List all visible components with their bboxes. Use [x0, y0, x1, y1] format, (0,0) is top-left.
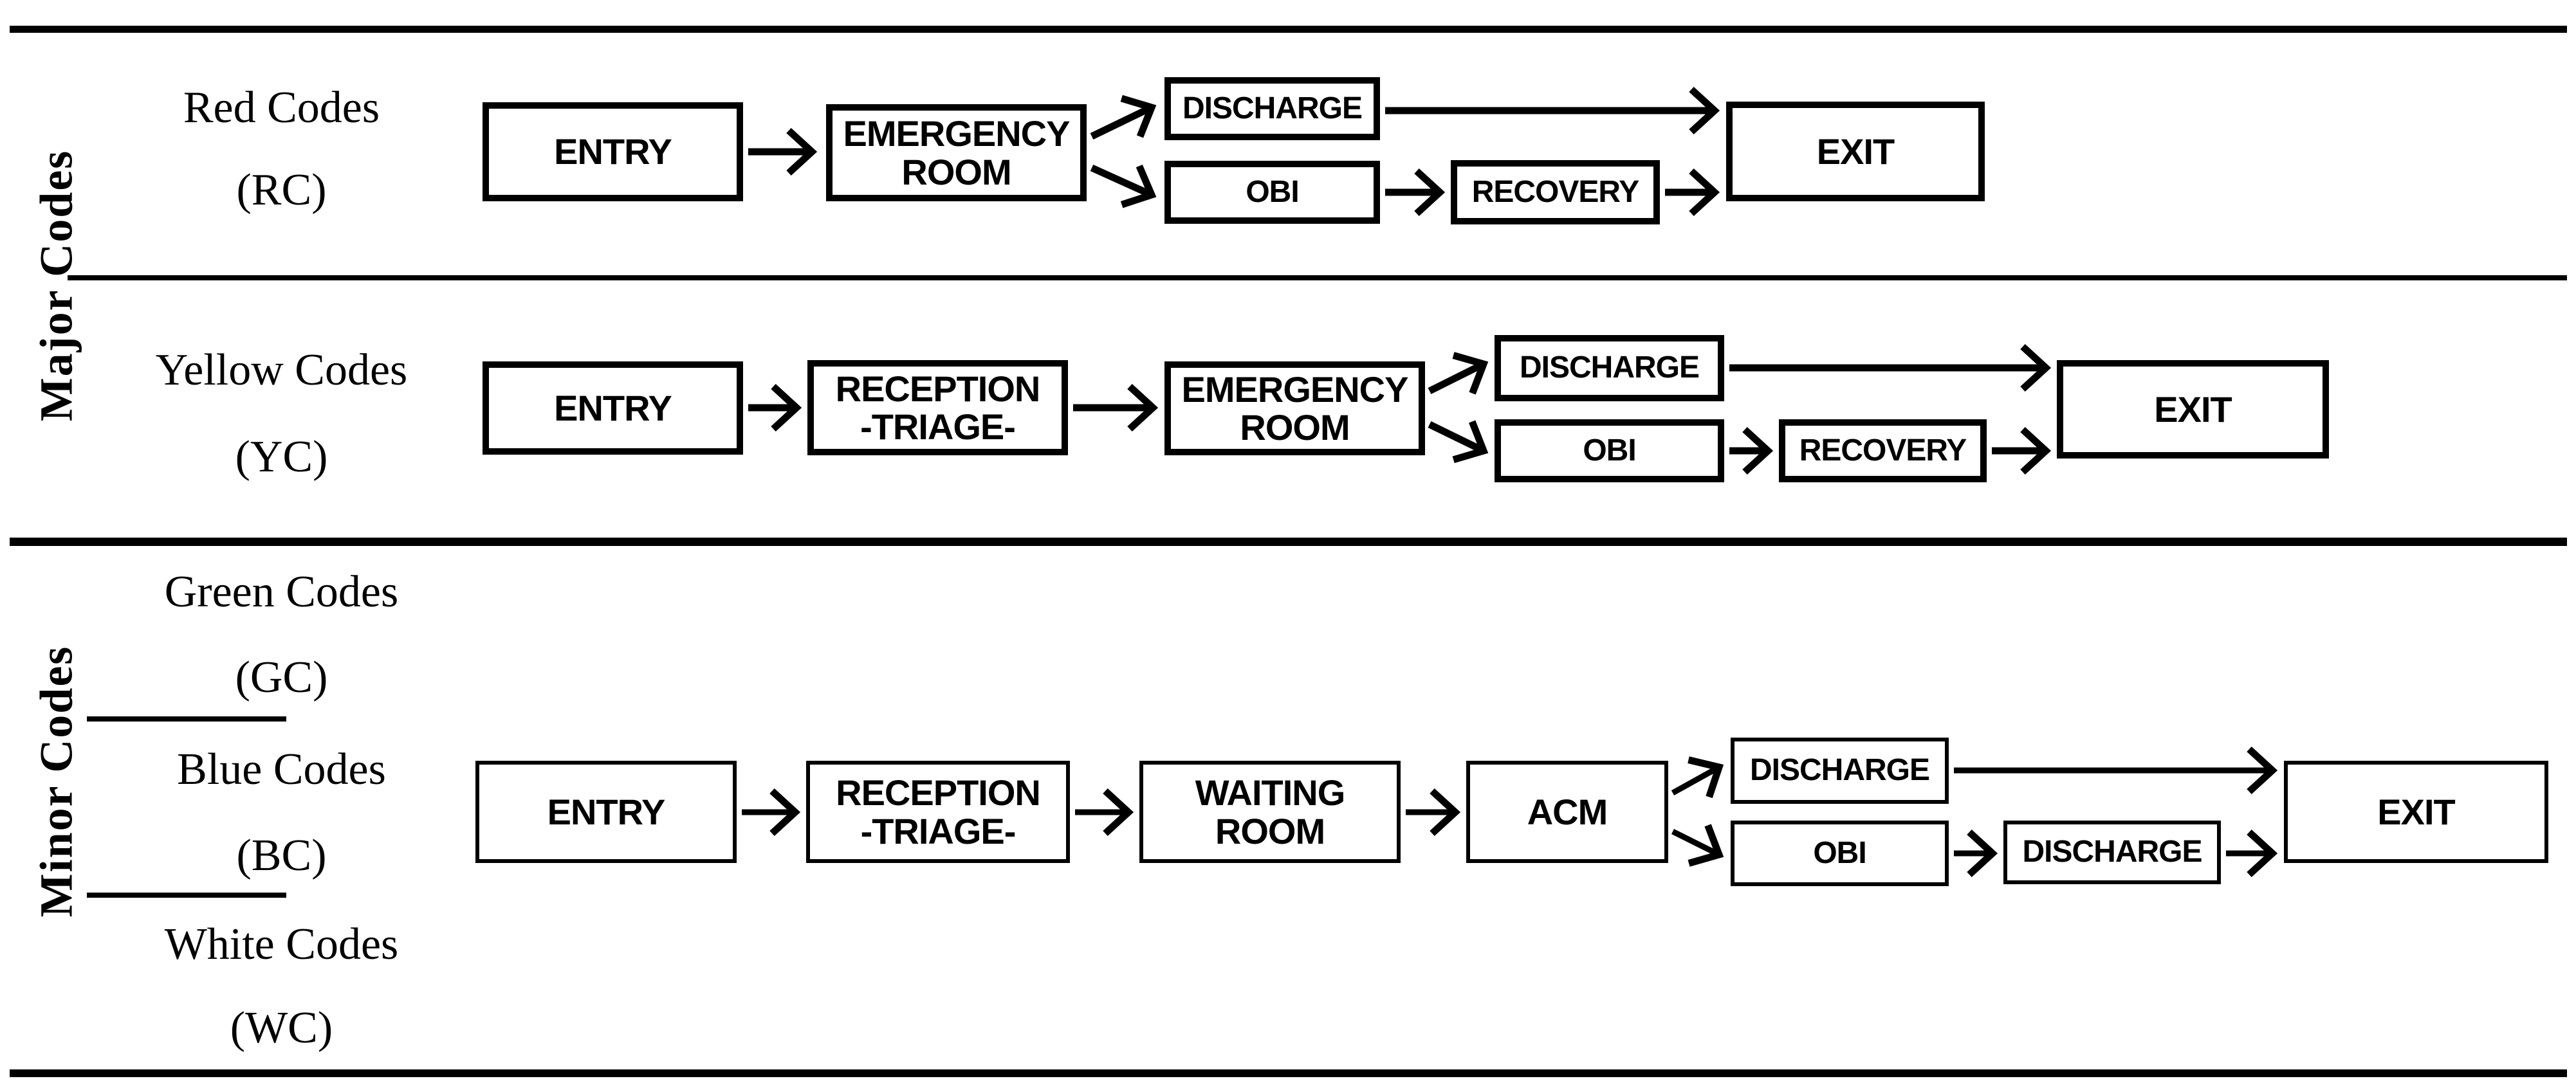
minor-entry-box: ENTRY [475, 761, 737, 863]
minor-discharge-top-box: DISCHARGE [1731, 738, 1949, 804]
yellow-recovery-box: RECOVERY [1779, 419, 1987, 482]
minor-obi-box: OBI [1731, 821, 1949, 886]
blue-white-divider-rule [87, 893, 286, 898]
arrow-yellow-er-obi [1428, 420, 1489, 464]
red-obi-box: OBI [1164, 161, 1380, 224]
minor-exit-box: EXIT [2284, 761, 2548, 863]
white-codes-label: White Codes [164, 920, 399, 969]
arrow-red-er-discharge [1090, 95, 1157, 140]
arrow-minor-acm-discharge [1671, 756, 1724, 799]
major-codes-group-label: Major Codes [30, 149, 82, 422]
red-discharge-box: DISCHARGE [1164, 77, 1380, 140]
minor-waiting-room-box: WAITING ROOM [1139, 761, 1401, 863]
bottom-rule [10, 1069, 2567, 1077]
red-entry-box: ENTRY [483, 102, 743, 201]
minor-discharge-bottom-box: DISCHARGE [2003, 821, 2221, 884]
yellow-reception-triage-box: RECEPTION -TRIAGE- [807, 360, 1068, 455]
arrow-yellow-er-discharge [1428, 352, 1489, 395]
yellow-codes-abbr: (YC) [235, 432, 328, 482]
top-rule [10, 26, 2567, 33]
major-minor-divider-rule [10, 538, 2567, 546]
yellow-discharge-box: DISCHARGE [1495, 335, 1724, 401]
arrow-minor-acm-obi [1671, 824, 1724, 867]
yellow-emergency-room-box: EMERGENCY ROOM [1164, 361, 1425, 455]
white-codes-abbr: (WC) [230, 1003, 333, 1053]
minor-acm-box: ACM [1466, 761, 1668, 863]
blue-codes-abbr: (BC) [236, 831, 327, 880]
red-codes-abbr: (RC) [236, 165, 327, 215]
yellow-codes-label: Yellow Codes [155, 345, 408, 395]
red-codes-label: Red Codes [183, 83, 380, 132]
red-recovery-box: RECOVERY [1451, 160, 1660, 224]
red-emergency-room-box: EMERGENCY ROOM [826, 104, 1087, 201]
minor-codes-group-label: Minor Codes [30, 645, 82, 918]
green-codes-label: Green Codes [164, 567, 399, 617]
green-blue-divider-rule [87, 716, 286, 722]
red-yellow-divider-rule [68, 275, 2567, 280]
arrow-red-er-obi [1090, 164, 1157, 208]
yellow-exit-box: EXIT [2057, 360, 2329, 459]
blue-codes-label: Blue Codes [177, 745, 386, 794]
red-exit-box: EXIT [1726, 102, 1985, 201]
yellow-obi-box: OBI [1495, 419, 1724, 482]
green-codes-abbr: (GC) [235, 653, 328, 702]
minor-reception-triage-box: RECEPTION -TRIAGE- [806, 761, 1070, 863]
yellow-entry-box: ENTRY [483, 361, 743, 455]
